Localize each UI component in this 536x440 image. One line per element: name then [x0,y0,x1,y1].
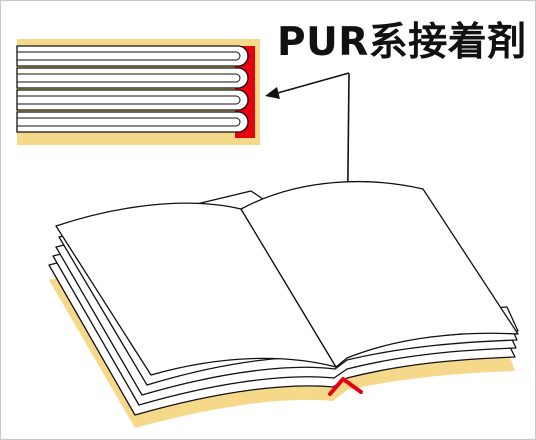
book-spine-adhesive [328,377,363,396]
spine-cross-section [16,39,260,145]
open-book [48,180,519,428]
book-right-page [240,180,519,368]
arrowhead-cross-section-icon [265,87,280,99]
adhesive-label: PUR系接着剤 [277,20,527,65]
cross-section-folded-signatures [16,45,249,133]
cross-section-page-lines [17,51,241,127]
leader-line-to-cross-section [273,72,350,95]
